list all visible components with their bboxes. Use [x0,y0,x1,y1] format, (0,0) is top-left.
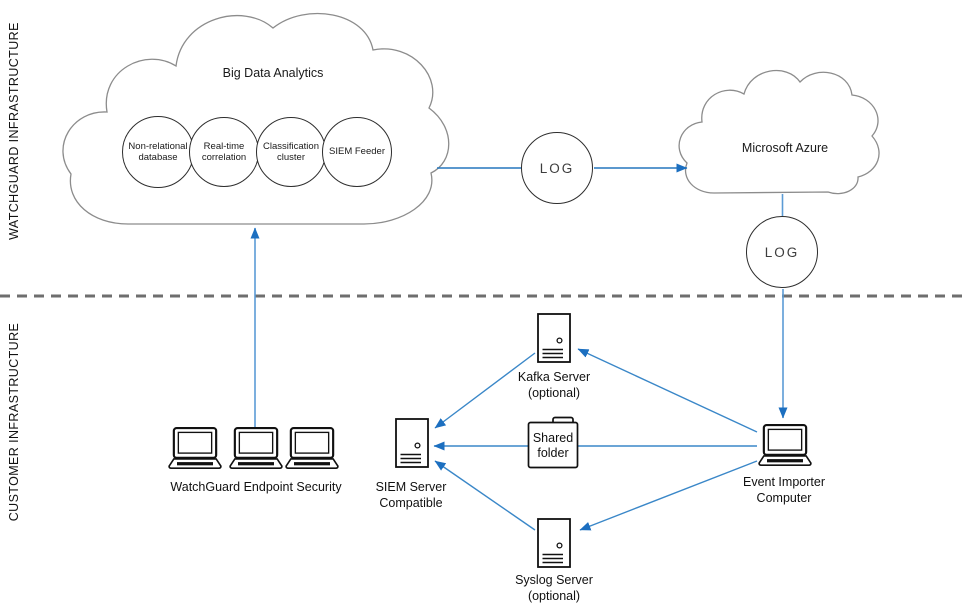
big-data-analytics-title: Big Data Analytics [222,66,324,80]
endpoint-security-label: WatchGuard Endpoint Security [170,480,342,494]
customer-infrastructure-label: CUSTOMER INFRASTRUCTURE [7,322,21,522]
microsoft-azure-cloud [678,69,880,195]
connector-kafka-to-siem-arrow [434,352,536,429]
log-badge: LOG [746,216,818,288]
siem-server-icon [395,418,429,468]
shared-folder-label: Shared folder [532,430,574,460]
shared-folder-icon [527,416,579,469]
watchguard-infrastructure-label: WATCHGUARD INFRASTRUCTURE [7,22,21,240]
event-importer-laptop-icon [758,424,812,467]
syslog-server-icon [537,518,571,568]
syslog-server-label: Syslog Server (optional) [515,573,593,603]
log-badge: LOG [521,132,593,204]
big-data-analytics-cloud [62,13,450,225]
connector-event-importer-to-kafka-arrow [577,348,758,433]
laptop-icon [285,427,339,470]
analytics-circle-classification-cluster: Classification cluster [256,117,326,187]
kafka-server-label: Kafka Server (optional) [517,370,591,400]
analytics-circle-real-time-correlation: Real-time correlation [189,117,259,187]
connector-event-importer-to-syslog-arrow [579,460,758,531]
microsoft-azure-label: Microsoft Azure [741,141,829,155]
laptop-icon [168,427,222,470]
laptop-icon [229,427,283,470]
kafka-server-icon [537,313,571,363]
analytics-circle-siem-feeder: SIEM Feeder [322,117,392,187]
connector-syslog-to-siem-arrow [434,460,536,531]
analytics-circle-non-relational-database: Non-relational database [122,116,194,188]
siem-server-label: SIEM Server Compatible [375,480,447,510]
event-importer-label: Event Importer Computer [743,475,825,505]
